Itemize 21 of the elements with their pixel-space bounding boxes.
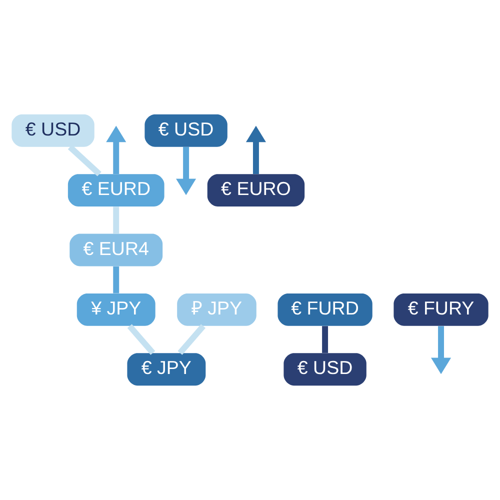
connector <box>113 206 120 234</box>
node-box: € EURD <box>68 174 164 206</box>
node-box: € EURO <box>207 174 305 206</box>
node-box: € USD <box>12 114 94 147</box>
node-box: € USD <box>284 353 366 386</box>
arrow <box>431 326 452 374</box>
node-box: ¥ JPY <box>76 294 156 326</box>
connector <box>178 324 206 355</box>
arrow <box>176 147 196 196</box>
node-box: € JPY <box>127 353 206 386</box>
arrow <box>106 126 126 174</box>
node-box: € USD <box>144 114 228 147</box>
node-box: ₽ JPY <box>177 294 256 326</box>
node-box: € FURY <box>394 294 488 326</box>
connector <box>68 144 102 176</box>
node-box: € EUR4 <box>70 234 163 266</box>
node-box: € FURD <box>278 294 372 326</box>
connector <box>113 266 120 294</box>
arrow <box>246 126 266 174</box>
connector <box>322 326 328 353</box>
connector <box>127 324 156 355</box>
